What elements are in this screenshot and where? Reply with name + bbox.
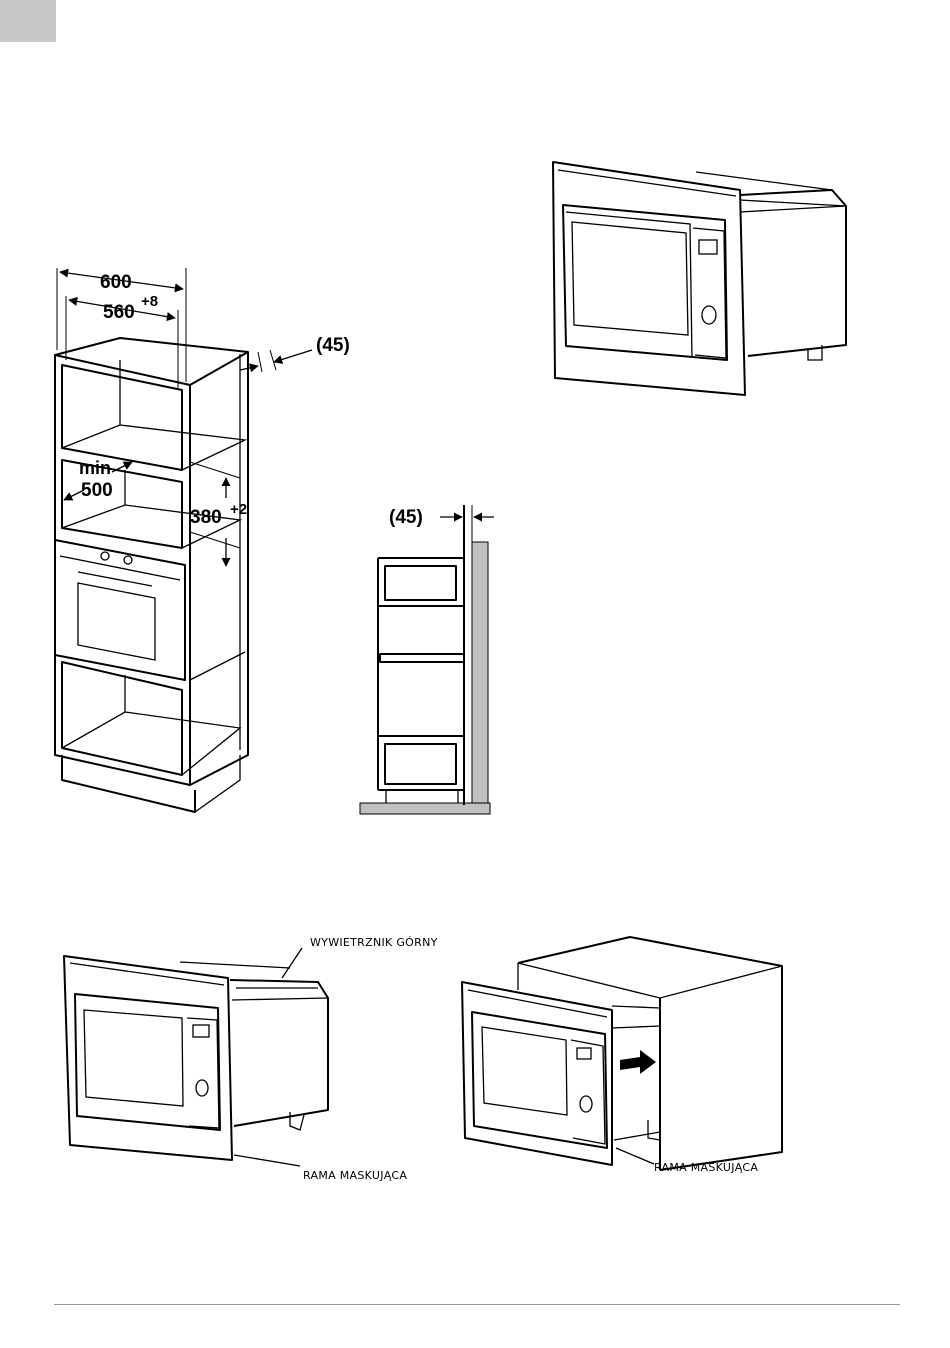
dim-min-label: min: [79, 458, 111, 478]
dim-height: 380: [190, 507, 222, 528]
footer-rule: [54, 1304, 900, 1305]
cabinet-drawing: [55, 268, 312, 812]
caption-frame-right: RAMA MASKUJĄCA: [654, 1161, 758, 1174]
microwave-insertion-drawing: [462, 937, 782, 1170]
microwave-vent-drawing: [64, 948, 328, 1166]
microwave-perspective-top: [553, 162, 846, 395]
side-section-drawing: [360, 505, 494, 814]
dim-width-inner: 560: [103, 302, 135, 323]
dim-height-tol: +2: [230, 501, 247, 518]
dim-min-value: 500: [81, 480, 113, 501]
caption-frame-left: RAMA MASKUJĄCA: [303, 1169, 407, 1182]
dim-gap-top: (45): [316, 335, 350, 356]
dim-side-gap: (45): [389, 507, 423, 528]
caption-top-vent: WYWIETRZNIK GÓRNY: [310, 936, 438, 949]
dim-width-outer: 600: [100, 272, 132, 293]
dim-width-tol: +8: [141, 293, 158, 310]
